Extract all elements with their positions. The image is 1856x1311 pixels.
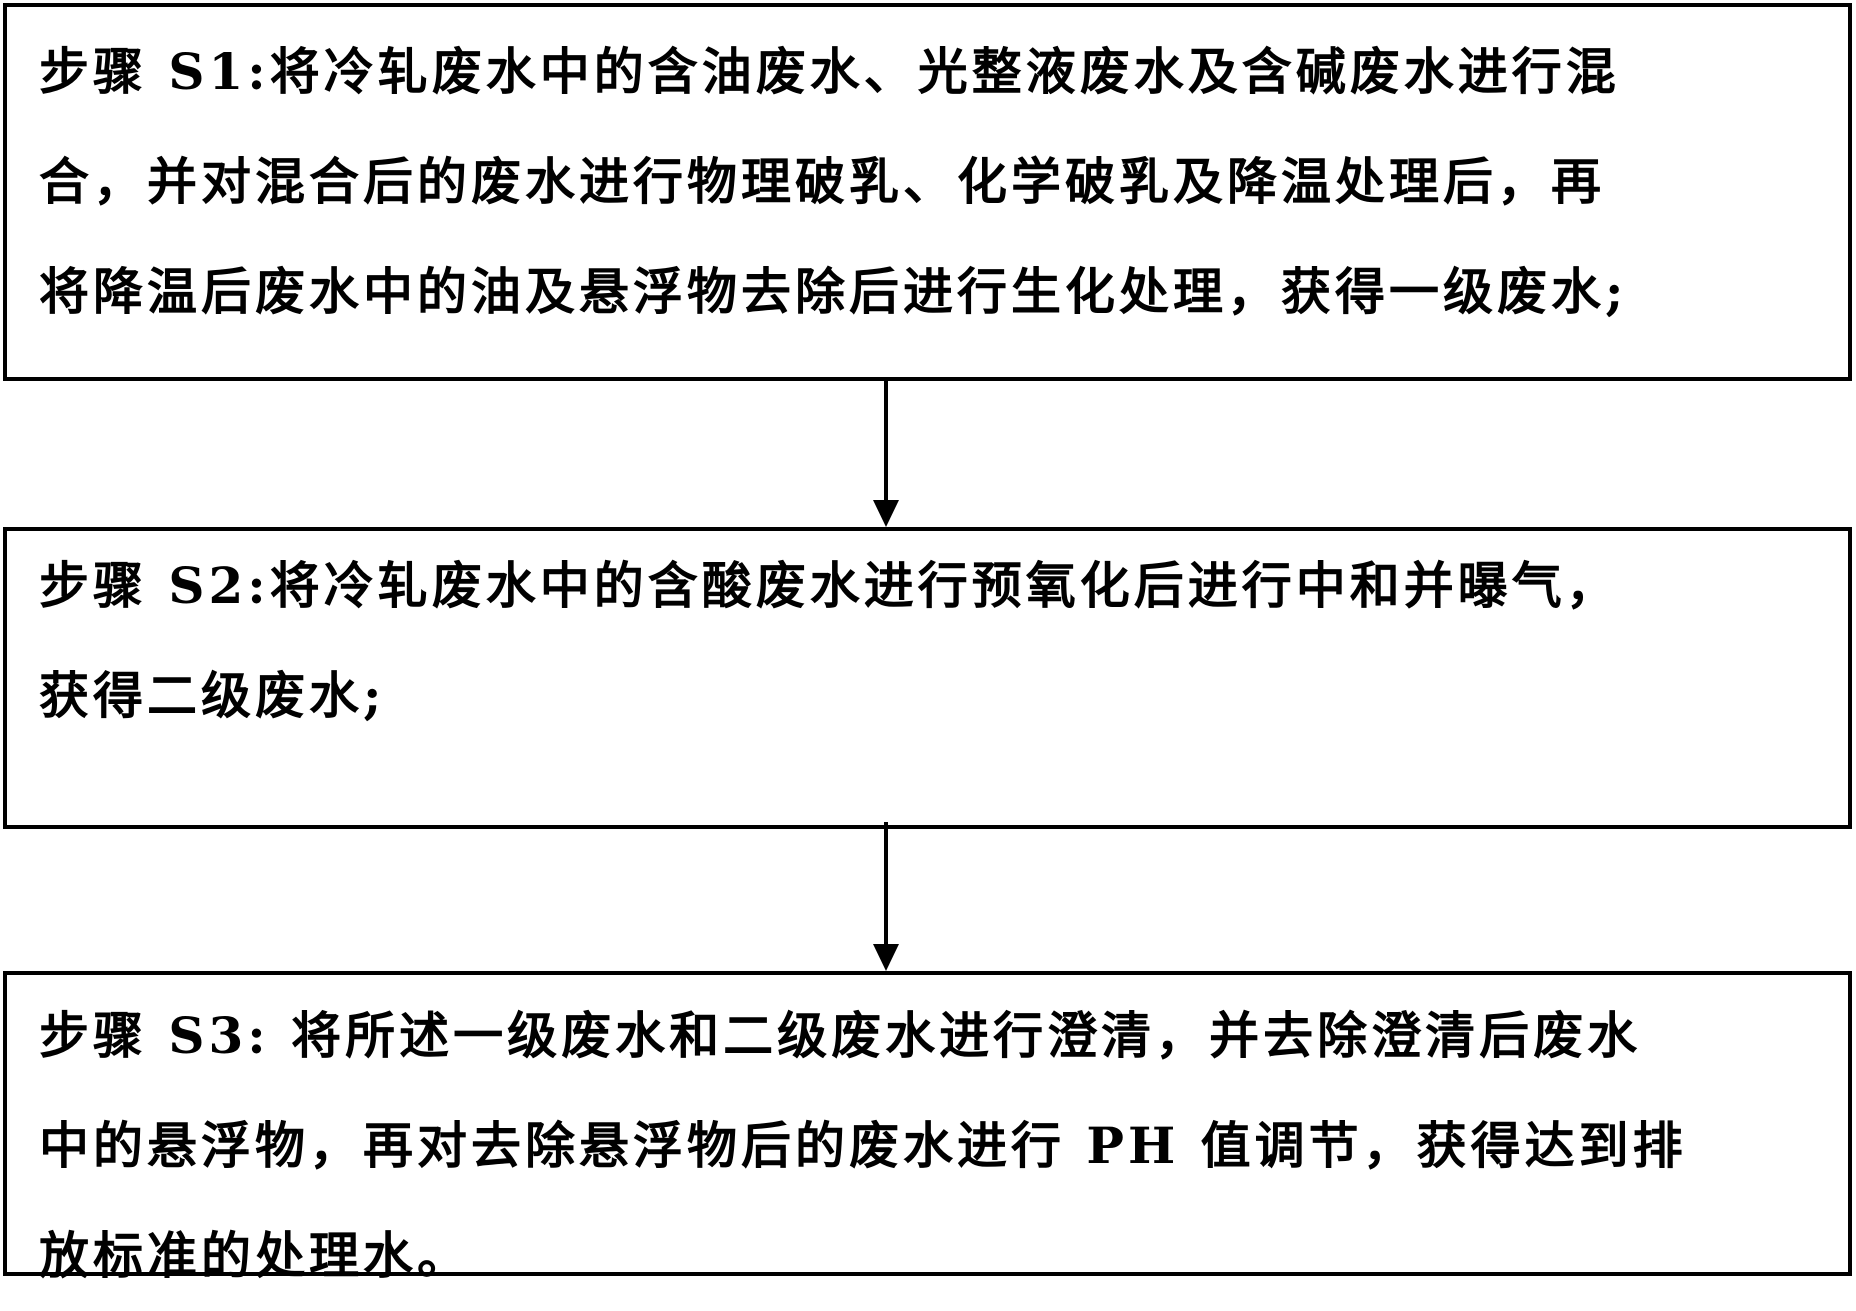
step-s3-box: 步骤 S3: 将所述一级废水和二级废水进行澄清，并去除澄清后废水 中的悬浮物，再… <box>3 971 1852 1285</box>
step-s1-box: 步骤 S1:将冷轧废水中的含油废水、光整液废水及含碱废水进行混 合，并对混合后的… <box>3 3 1852 381</box>
arrow-s1-to-s2-head <box>873 500 899 527</box>
arrow-s2-to-s3 <box>873 822 899 971</box>
step-s1-text: 步骤 S1:将冷轧废水中的含油废水、光整液废水及含碱废水进行混 合，并对混合后的… <box>39 42 1628 321</box>
arrow-s1-to-s2 <box>873 381 899 527</box>
step-s2-box: 步骤 S2:将冷轧废水中的含酸废水进行预氧化后进行中和并曝气， 获得二级废水; <box>3 527 1852 829</box>
arrow-s2-to-s3-head <box>873 944 899 971</box>
step-s2-text: 步骤 S2:将冷轧废水中的含酸废水进行预氧化后进行中和并曝气， 获得二级废水; <box>39 556 1620 725</box>
step-s3-text: 步骤 S3: 将所述一级废水和二级废水进行澄清，并去除澄清后废水 中的悬浮物，再… <box>39 1006 1687 1285</box>
